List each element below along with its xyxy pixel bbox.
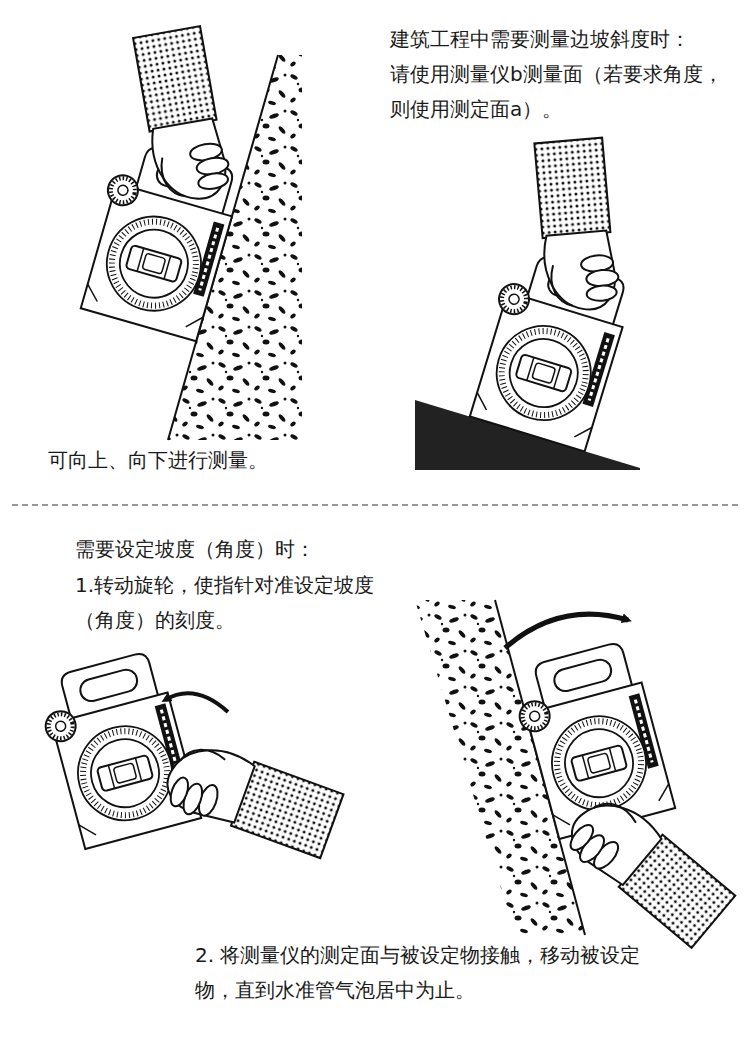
instruction-text: 需要设定坡度（角度）时：: [75, 532, 395, 567]
instruction-text: 1.转动旋轮，使指针对准设定坡度（角度）的刻度。: [75, 568, 380, 638]
instruction-text: 建筑工程中需要测量边坡斜度时：: [390, 22, 730, 57]
instruction-text: 请使用测量仪b测量面（若要求角度，则使用测定面a）。: [390, 57, 730, 127]
instruction-text: 2. 将测量仪的测定面与被设定物接触，移动被设定物，直到水准管气泡居中为止。: [195, 938, 665, 1008]
instruction-text: 可向上、向下进行测量。: [48, 443, 378, 478]
